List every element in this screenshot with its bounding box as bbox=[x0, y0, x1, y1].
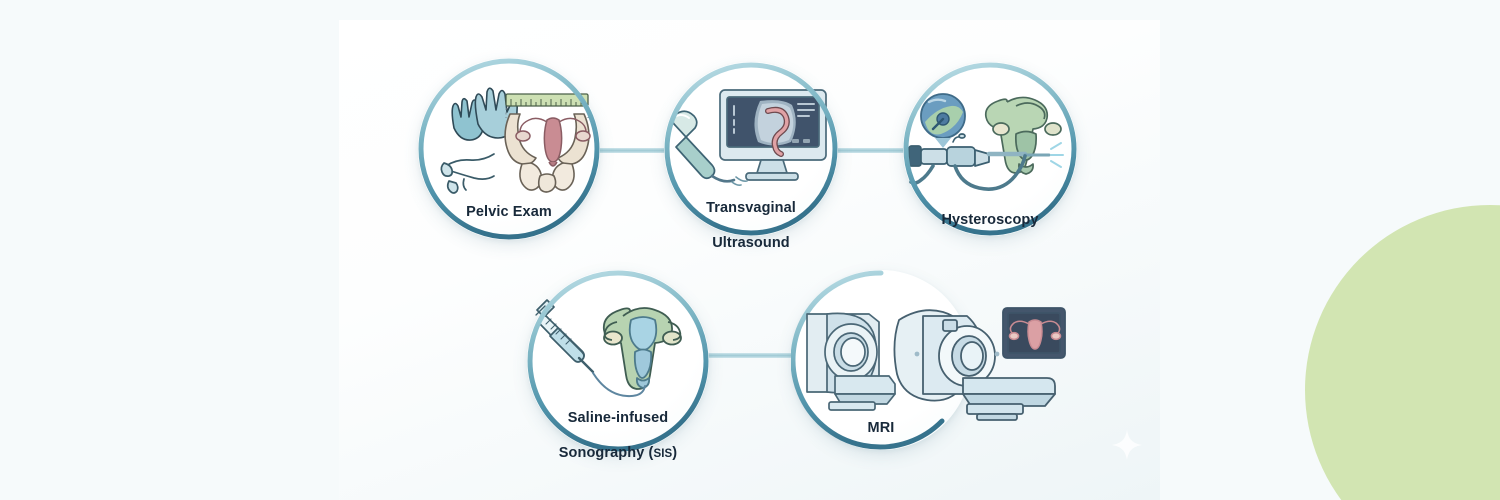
node-label-pelvic-exam: Pelvic Exam bbox=[418, 186, 600, 221]
label-line-1: MRI bbox=[867, 419, 895, 436]
node-mri[interactable]: MRI bbox=[791, 270, 1066, 450]
ultrasound-probe-monitor-illustration bbox=[664, 84, 838, 194]
sparkle-icon bbox=[1109, 427, 1145, 463]
connector-sis-mri bbox=[707, 353, 797, 358]
mri-scanner-illustration bbox=[791, 290, 1066, 421]
label-line-2: Sonography (SIS) bbox=[527, 445, 709, 463]
node-label-transvaginal-ultrasound: Transvaginal Ultrasound bbox=[664, 182, 838, 270]
node-label-saline-infused-sonography: Saline-infused Sonography (SIS) bbox=[527, 392, 709, 480]
node-label-mri: MRI bbox=[791, 402, 971, 437]
pelvic-exam-illustration bbox=[418, 80, 600, 200]
node-transvaginal-ultrasound[interactable]: Transvaginal Ultrasound bbox=[664, 62, 838, 251]
label-line-1: Pelvic Exam bbox=[466, 203, 552, 220]
label-line-1: Saline-infused bbox=[567, 409, 669, 426]
hysteroscope-uterus-illustration bbox=[903, 84, 1077, 196]
connector-pelvic-tvus bbox=[594, 148, 684, 153]
node-label-hysteroscopy: Hysteroscopy bbox=[903, 194, 1077, 229]
label-abbreviation: SIS bbox=[653, 448, 673, 461]
node-pelvic-exam[interactable]: Pelvic Exam bbox=[418, 58, 600, 240]
node-saline-infused-sonography[interactable]: Saline-infused Sonography (SIS) bbox=[527, 270, 709, 461]
syringe-uterus-illustration bbox=[527, 296, 709, 406]
connector-tvus-hystero bbox=[833, 148, 918, 153]
node-hysteroscopy[interactable]: Hysteroscopy bbox=[903, 62, 1077, 236]
label-line-2: Ultrasound bbox=[712, 235, 790, 252]
label-line-2-main: Sonography ( bbox=[558, 445, 654, 462]
label-line-2-tail: ) bbox=[672, 445, 678, 462]
label-line-1: Hysteroscopy bbox=[941, 211, 1039, 228]
label-line-1: Transvaginal bbox=[706, 199, 796, 216]
decorative-green-circle bbox=[1305, 205, 1500, 500]
